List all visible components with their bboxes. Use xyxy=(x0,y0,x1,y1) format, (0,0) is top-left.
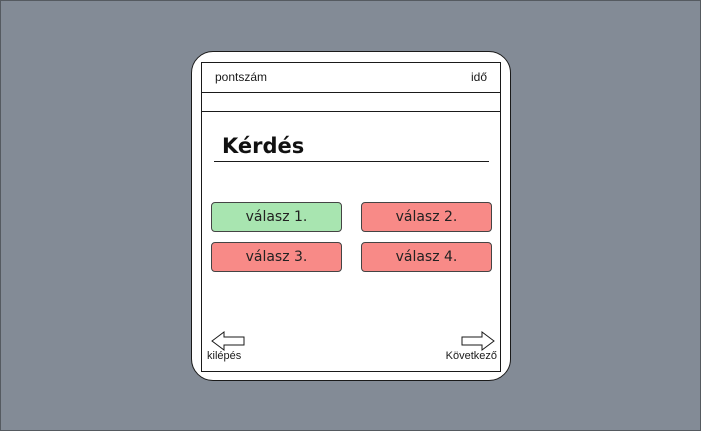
phone-frame: pontszám idő Kérdés válasz 1. válasz 2. … xyxy=(191,51,511,381)
answer-button-4[interactable]: válasz 4. xyxy=(361,242,492,272)
time-label: idő xyxy=(470,70,487,84)
next-button[interactable]: Következő xyxy=(440,331,500,365)
score-label: pontszám xyxy=(215,70,268,84)
question-title: Kérdés xyxy=(222,134,305,158)
exit-button[interactable]: kilépés xyxy=(207,331,267,365)
progress-bar-area xyxy=(202,93,500,112)
quiz-screen: pontszám idő Kérdés válasz 1. válasz 2. … xyxy=(201,62,501,372)
status-bar: pontszám idő xyxy=(202,63,500,93)
question-divider xyxy=(214,161,489,162)
answer-button-1[interactable]: válasz 1. xyxy=(211,202,342,232)
answer-button-2[interactable]: válasz 2. xyxy=(361,202,492,232)
answer-button-3[interactable]: válasz 3. xyxy=(211,242,342,272)
exit-label: kilépés xyxy=(207,350,242,362)
arrow-left-icon xyxy=(211,331,245,351)
arrow-right-icon xyxy=(461,331,495,351)
next-label: Következő xyxy=(445,350,497,362)
